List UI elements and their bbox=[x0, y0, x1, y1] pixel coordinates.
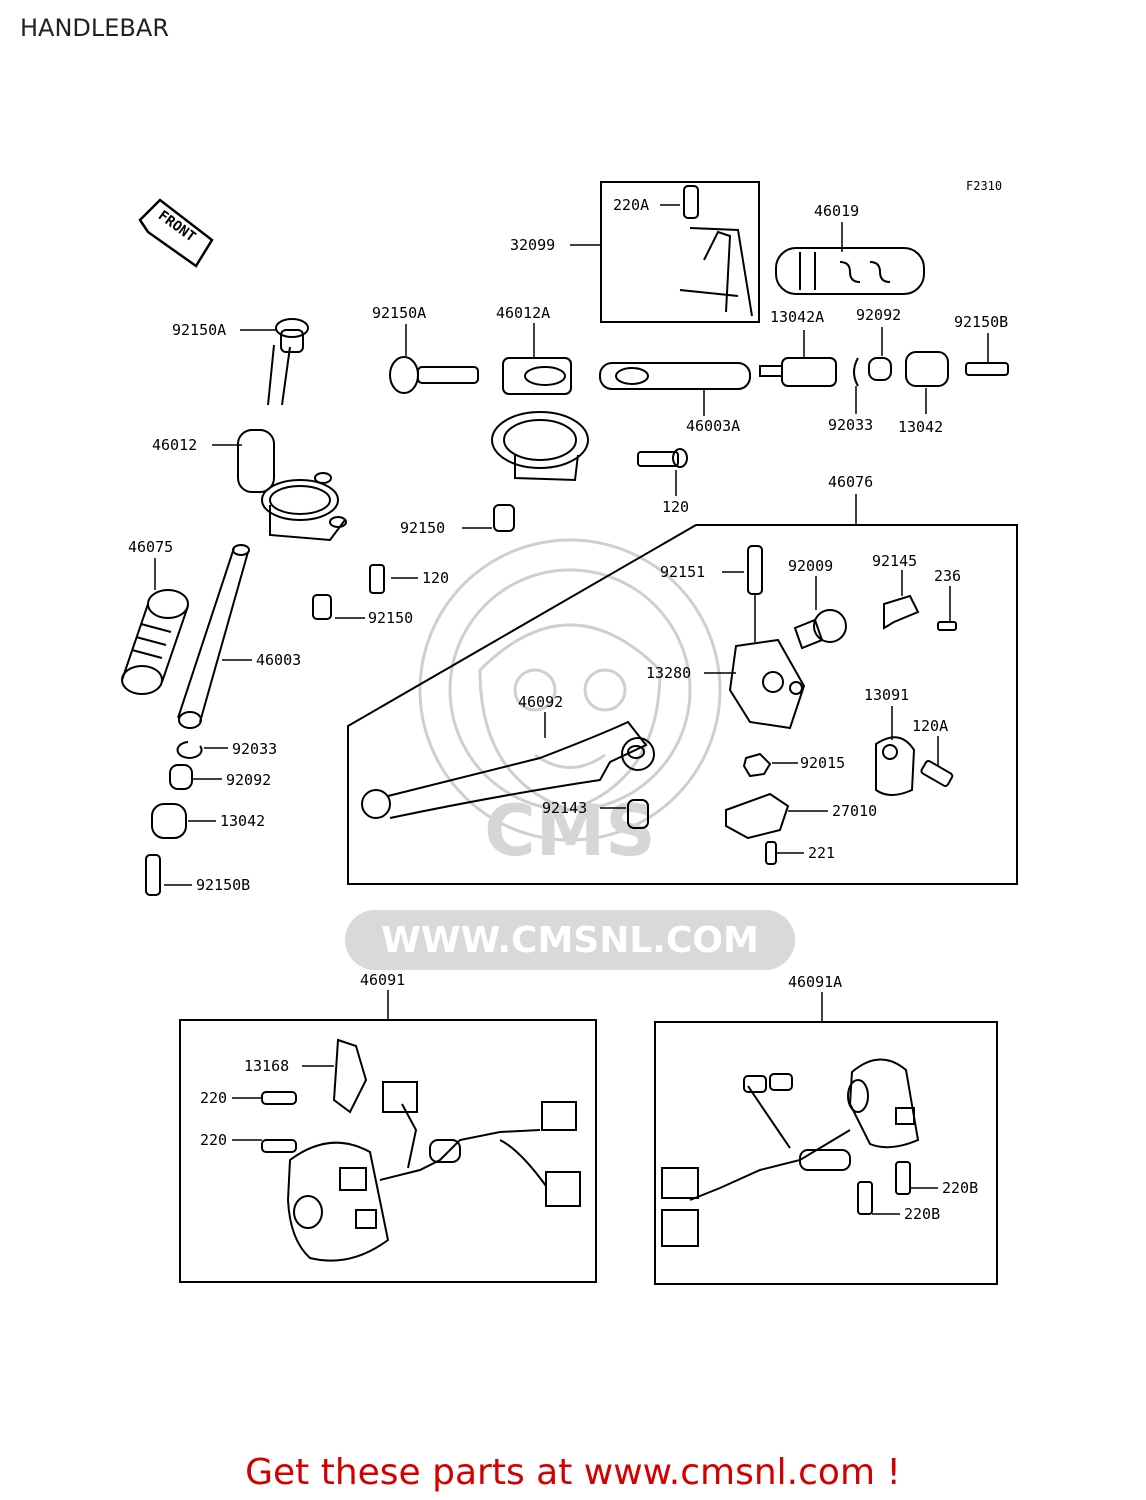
part-label: 92143 bbox=[542, 799, 587, 817]
part-label: 92033 bbox=[828, 416, 873, 434]
part-label: 92009 bbox=[788, 557, 833, 575]
part-label: 120 bbox=[662, 498, 689, 516]
part-label: 46019 bbox=[814, 202, 859, 220]
right-bolt-92150A bbox=[389, 356, 479, 394]
collar-13042A bbox=[759, 357, 837, 387]
part-label: 13042 bbox=[220, 812, 265, 830]
watermark-url: WWW.CMSNL.COM bbox=[381, 920, 759, 961]
box-switch-46091 bbox=[179, 1019, 597, 1283]
left-bolt-92150A bbox=[267, 318, 309, 406]
part-label: 46003A bbox=[686, 417, 740, 435]
part-label: 92150A bbox=[372, 304, 426, 322]
left-tube bbox=[177, 544, 250, 729]
part-label: 220 bbox=[200, 1131, 227, 1149]
left-bolt-92150B bbox=[145, 854, 161, 896]
holder-13280 bbox=[728, 638, 806, 730]
nut-92015 bbox=[742, 752, 772, 778]
part-label: 220 bbox=[200, 1089, 227, 1107]
screw-236 bbox=[937, 621, 957, 631]
throttle-32099 bbox=[679, 185, 753, 317]
lever-46092 bbox=[361, 720, 655, 819]
page-title: HANDLEBAR bbox=[20, 14, 169, 42]
box-lever-46076 bbox=[347, 524, 1018, 885]
cmsnl-watermark: CMS WWW.CMSNL.COM bbox=[345, 538, 795, 970]
leader-lines bbox=[154, 204, 989, 1215]
part-label: 46091A bbox=[788, 973, 842, 991]
circlip-92033 bbox=[853, 357, 859, 387]
figure-code: F2310 bbox=[966, 179, 1002, 193]
pin-92143 bbox=[627, 799, 649, 829]
left-spacer-92092 bbox=[169, 764, 193, 790]
pin-92151 bbox=[747, 545, 763, 595]
part-label: 92150 bbox=[368, 609, 413, 627]
part-label: 27010 bbox=[832, 802, 877, 820]
plate-92145 bbox=[883, 594, 920, 630]
cover-13091 bbox=[875, 736, 916, 796]
left-weight-13042 bbox=[151, 803, 187, 839]
box-switch-46091A bbox=[654, 1021, 998, 1285]
bolt-92150B bbox=[965, 362, 1009, 376]
part-label: 92015 bbox=[800, 754, 845, 772]
left-grip bbox=[121, 589, 189, 695]
front-arrow-icon bbox=[138, 198, 214, 268]
left-screw-92150 bbox=[312, 594, 332, 620]
part-label: 92033 bbox=[232, 740, 277, 758]
right-clamp-46012A bbox=[491, 357, 589, 482]
part-label: 92150A bbox=[172, 321, 226, 339]
part-label: 92151 bbox=[660, 563, 705, 581]
part-label: 92150B bbox=[954, 313, 1008, 331]
switch-housing-46091A bbox=[661, 1058, 920, 1247]
bolt-120 bbox=[637, 448, 688, 468]
part-label: 46076 bbox=[828, 473, 873, 491]
grip-46019 bbox=[775, 247, 925, 295]
part-label: 92092 bbox=[856, 306, 901, 324]
adjuster-92009 bbox=[793, 609, 847, 650]
part-label: 120A bbox=[912, 717, 948, 735]
part-label: 46012A bbox=[496, 304, 550, 322]
left-screw-120 bbox=[369, 564, 385, 594]
footer-link[interactable]: Get these parts at www.cmsnl.com ! bbox=[245, 1452, 901, 1493]
part-label: 220B bbox=[942, 1179, 978, 1197]
part-label: 13091 bbox=[864, 686, 909, 704]
part-label: 236 bbox=[934, 567, 961, 585]
part-label: 92092 bbox=[226, 771, 271, 789]
part-label: 46091 bbox=[360, 971, 405, 989]
spacer-92092 bbox=[868, 357, 892, 381]
switch-housing-46091 bbox=[261, 1038, 581, 1262]
part-label: 13042 bbox=[898, 418, 943, 436]
part-label: 120 bbox=[422, 569, 449, 587]
part-label: 92145 bbox=[872, 552, 917, 570]
weight-13042 bbox=[905, 351, 949, 387]
part-label: 46012 bbox=[152, 436, 197, 454]
part-labels: 220A 46019 32099 92150A 46012A 13042A 92… bbox=[128, 196, 1008, 1223]
left-clamp bbox=[237, 429, 347, 542]
left-circlip-92033 bbox=[176, 741, 203, 759]
part-label: 13042A bbox=[770, 308, 824, 326]
screw-92150 bbox=[493, 504, 515, 532]
part-label: 221 bbox=[808, 844, 835, 862]
part-label: 92150 bbox=[400, 519, 445, 537]
part-label: 46092 bbox=[518, 693, 563, 711]
part-label: 46075 bbox=[128, 538, 173, 556]
watermark-logo: CMS bbox=[484, 790, 655, 872]
part-label: 46003 bbox=[256, 651, 301, 669]
screw-221 bbox=[765, 841, 777, 865]
part-label: 220A bbox=[613, 196, 649, 214]
part-label: 13168 bbox=[244, 1057, 289, 1075]
part-label: 13280 bbox=[646, 664, 691, 682]
part-label: 32099 bbox=[510, 236, 555, 254]
box-throttle-32099 bbox=[600, 181, 760, 323]
switch-27010 bbox=[725, 792, 790, 840]
part-label: 92150B bbox=[196, 876, 250, 894]
part-label: 220B bbox=[904, 1205, 940, 1223]
bolt-120A bbox=[920, 760, 954, 787]
right-tube-46003A bbox=[599, 362, 751, 390]
